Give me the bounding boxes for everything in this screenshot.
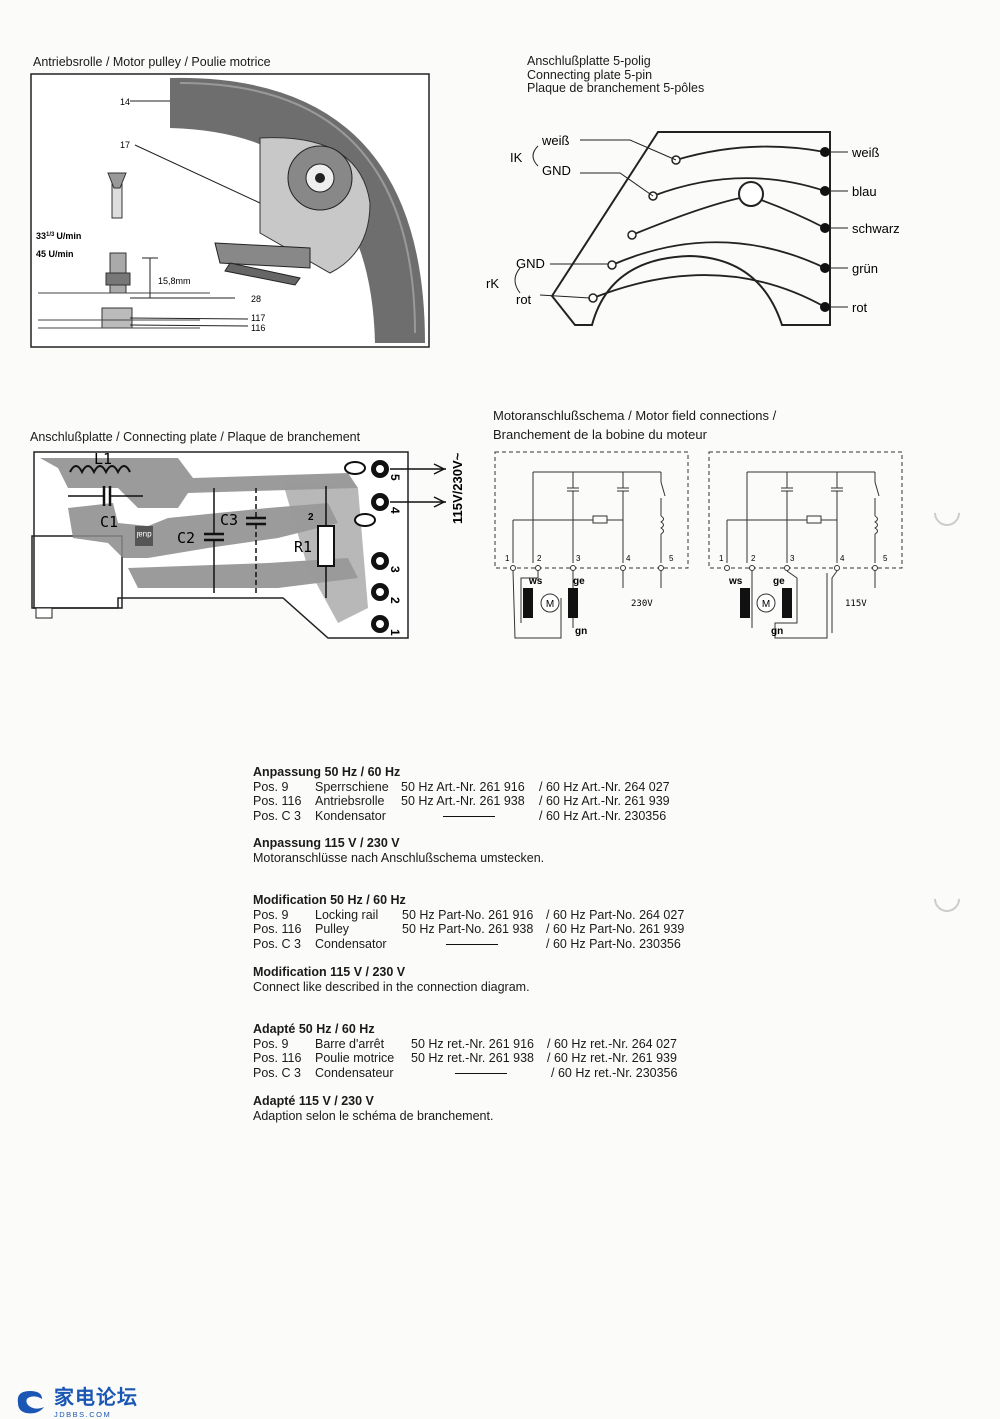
watermark-title: 家电论坛 xyxy=(54,1387,138,1409)
section-heading: Adapté 50 Hz / 60 Hz xyxy=(253,1022,375,1036)
sch2-terminal-3: 3 xyxy=(790,554,795,563)
sch1-motor: M xyxy=(546,599,554,610)
watermark-logo: 家电论坛 JDBBS.COM xyxy=(12,1381,138,1419)
sch1-wire-ws: ws xyxy=(528,576,543,587)
caption-plate5-line1: Anschlußplatte 5-polig xyxy=(527,54,651,68)
section-heading: Modification 115 V / 230 V xyxy=(253,965,406,979)
sch1-terminal-3: 3 xyxy=(576,554,581,563)
caption-plate5-line2: Connecting plate 5-pin xyxy=(527,67,653,82)
sch2-terminal-1: 1 xyxy=(719,554,724,563)
plate5-group-ik: IK xyxy=(510,150,523,165)
pcb-r1-pin: 2 xyxy=(308,512,314,523)
sch2-wire-gn: gn xyxy=(771,626,783,637)
pcb-pin-2: 2 xyxy=(388,597,402,604)
sch2-terminal-5: 5 xyxy=(883,554,888,563)
section-modification-v: Modification 115 V / 230 V Connect like … xyxy=(253,965,530,994)
plate5-left-weiss: weiß xyxy=(541,133,570,148)
sch1-voltage: 230V xyxy=(631,599,653,609)
caption-motor-field-line2: Branchement de la bobine du moteur xyxy=(493,427,707,442)
pcb-c2-label: C2 xyxy=(177,529,195,547)
section-note: Adaption selon le schéma de branchement. xyxy=(253,1108,494,1123)
sch2-wire-ws: ws xyxy=(728,576,743,587)
pulley-label-17: 17 xyxy=(120,140,130,150)
dash-line xyxy=(455,1072,507,1074)
section-note: Connect like described in the connection… xyxy=(253,979,530,994)
plate5-right-rot: rot xyxy=(852,300,868,315)
pulley-label-14: 14 xyxy=(120,97,130,107)
pulley-label-117: 117 xyxy=(251,313,265,323)
pcb-c3-label: C3 xyxy=(220,511,238,529)
plate5-right-schwarz: schwarz xyxy=(852,221,900,236)
logo-swirl-icon xyxy=(17,1391,44,1414)
binder-hole xyxy=(928,494,966,532)
pulley-height: 15,8mm xyxy=(158,276,191,286)
watermark-subtitle: JDBBS.COM xyxy=(54,1410,112,1419)
plate5-right-blau: blau xyxy=(852,184,877,199)
pcb-pin-5: 5 xyxy=(388,474,402,481)
plate5-right-gruen: grün xyxy=(852,261,878,276)
pcb-c1-label: C1 xyxy=(100,513,118,531)
sch1-terminal-1: 1 xyxy=(505,554,510,563)
sch1-terminal-4: 4 xyxy=(626,554,631,563)
pcb-pin-1: 1 xyxy=(388,629,402,636)
sch2-voltage: 115V xyxy=(845,599,867,609)
pulley-label-28: 28 xyxy=(251,294,261,304)
section-adapte-v: Adapté 115 V / 230 V Adaption selon le s… xyxy=(253,1094,493,1123)
pulley-speed-45: 45 U/min xyxy=(36,249,74,259)
pcb-r1-label: R1 xyxy=(294,538,312,556)
plate5-left-rot: rot xyxy=(516,292,532,307)
caption-motor-field-line1: Motoranschlußschema / Motor field connec… xyxy=(493,408,777,423)
section-heading: Anpassung 115 V / 230 V xyxy=(253,836,400,850)
sch2-terminal-2: 2 xyxy=(751,554,756,563)
sch1-terminal-2: 2 xyxy=(537,554,542,563)
motor-schematic-230v: 1 2 3 4 5 M ws ge gn 230V xyxy=(494,451,689,639)
caption-connecting-plate: Anschlußplatte / Connecting plate / Plaq… xyxy=(30,430,361,444)
pcb-figure: dual L1 C1 C2 C3 R1 2 5 4 3 2 1 115V/230… xyxy=(31,450,465,639)
caption-motor-field: Motoranschlußschema / Motor field connec… xyxy=(493,406,776,444)
plate5-left-gnd1: GND xyxy=(542,163,571,178)
section-note: Motoranschlüsse nach Anschlußschema umst… xyxy=(253,850,545,865)
plate5-left-gnd2: GND xyxy=(516,256,545,271)
sch1-wire-ge: ge xyxy=(573,576,585,587)
sch1-terminal-5: 5 xyxy=(669,554,674,563)
caption-plate5-line3: Plaque de branchement 5-pôles xyxy=(527,81,705,95)
dash-line xyxy=(446,943,498,945)
sch2-wire-ge: ge xyxy=(773,576,785,587)
section-heading: Anpassung 50 Hz / 60 Hz xyxy=(253,765,401,779)
pcb-brand: dual xyxy=(136,530,151,539)
pcb-l1-label: L1 xyxy=(94,450,112,468)
sch2-motor: M xyxy=(762,599,770,610)
sch2-terminal-4: 4 xyxy=(840,554,845,563)
pcb-voltage: 115V/230V~ xyxy=(450,452,465,524)
section-anpassung-v: Anpassung 115 V / 230 V Motoranschlüsse … xyxy=(253,836,544,865)
pulley-label-116: 116 xyxy=(251,323,265,333)
binder-hole xyxy=(928,880,966,918)
caption-plate5: Anschlußplatte 5-polig Connecting plate … xyxy=(527,54,705,96)
section-heading: Adapté 115 V / 230 V xyxy=(253,1094,374,1108)
sch1-wire-gn: gn xyxy=(575,626,587,637)
pcb-pin-3: 3 xyxy=(388,566,402,573)
motor-schematic-115v: 1 2 3 4 5 M ws ge gn 115V xyxy=(708,451,903,639)
section-heading: Modification 50 Hz / 60 Hz xyxy=(253,893,406,907)
plate5-figure: weiß blau schwarz grün rot IK weiß GND r… xyxy=(486,131,900,326)
pcb-pin-4: 4 xyxy=(388,507,402,514)
dash-line xyxy=(443,815,495,817)
plate5-right-weiss: weiß xyxy=(851,145,880,160)
plate5-group-rk: rK xyxy=(486,276,499,291)
caption-motor-pulley: Antriebsrolle / Motor pulley / Poulie mo… xyxy=(33,55,271,69)
